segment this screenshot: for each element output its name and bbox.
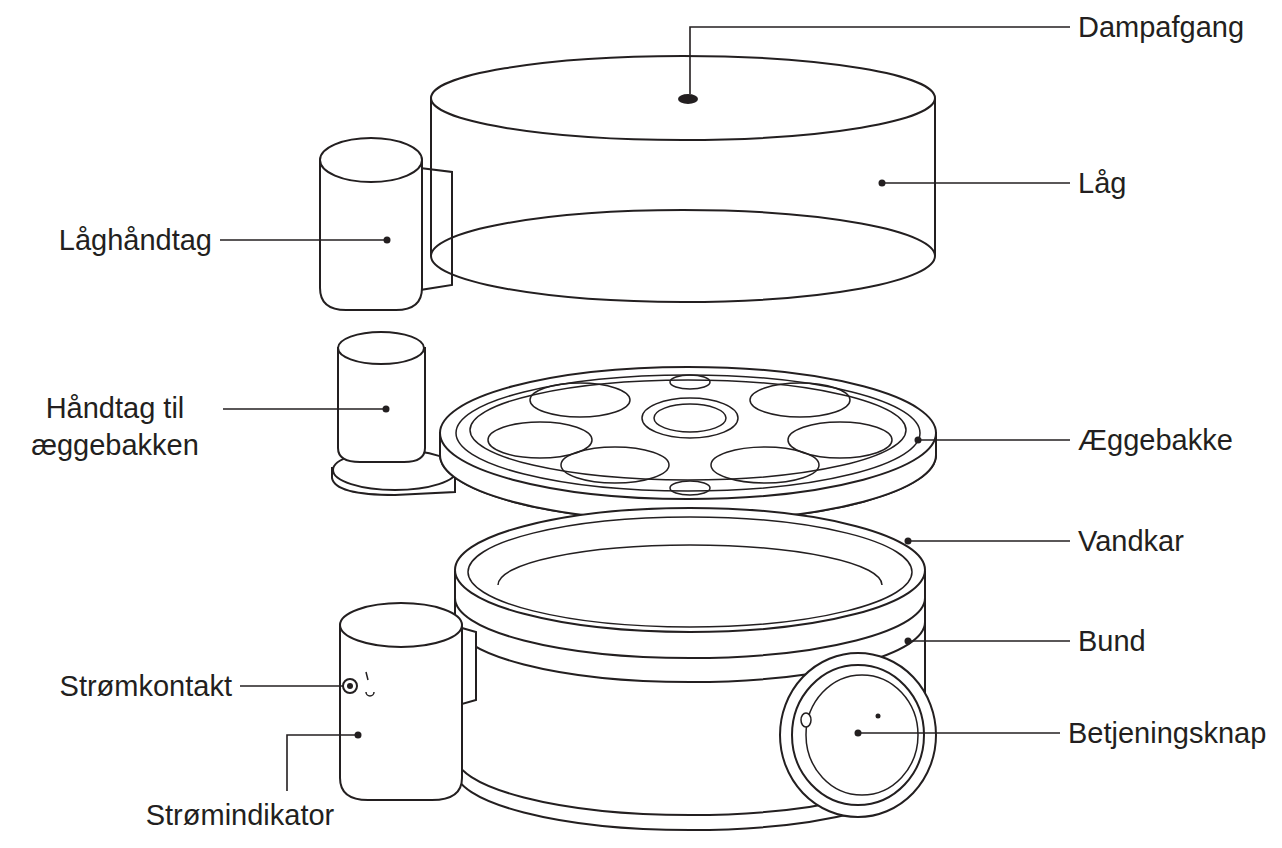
leader-line <box>220 239 387 241</box>
leader-dot <box>915 437 922 444</box>
part-label: Håndtag til æggebakken <box>15 390 215 464</box>
lid-handle <box>320 138 452 310</box>
part-label: Strømkontakt <box>60 668 232 705</box>
leader-dot <box>879 180 886 187</box>
leader-line <box>690 27 1070 94</box>
control-knob <box>780 653 936 817</box>
leader-dot <box>855 730 862 737</box>
leader-dot <box>383 406 390 413</box>
leader-line <box>918 439 1070 441</box>
part-label: Æggebakke <box>1078 422 1233 459</box>
leader-line <box>287 735 358 791</box>
leader-line <box>240 685 343 687</box>
leader-line <box>858 732 1060 734</box>
part-label: Betjeningsknap <box>1068 715 1266 752</box>
tray-handle <box>332 332 457 495</box>
part-label: Bund <box>1078 623 1146 660</box>
leader-line <box>908 540 1070 542</box>
leader-line <box>908 640 1070 642</box>
part-label: Vandkar <box>1078 523 1184 560</box>
lid <box>431 56 935 302</box>
base-handle <box>340 603 476 800</box>
leader-dot <box>905 538 912 545</box>
leader-dot <box>355 732 362 739</box>
base <box>455 508 925 830</box>
leader-dot <box>905 638 912 645</box>
leader-dot <box>384 237 391 244</box>
leader-line <box>223 408 386 410</box>
part-label: Strømindikator <box>146 797 335 834</box>
part-label: Låg <box>1078 165 1126 202</box>
leader-line <box>882 182 1070 184</box>
part-label: Dampafgang <box>1078 9 1244 46</box>
part-label: Låghåndtag <box>59 222 212 259</box>
egg-tray <box>440 367 936 521</box>
